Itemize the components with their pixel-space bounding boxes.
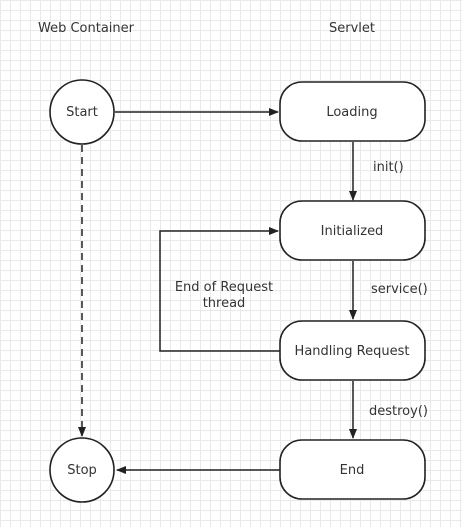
service-edge-label: service() — [371, 282, 428, 297]
end-of-request-label-line2: thread — [203, 296, 246, 311]
end-node: End — [279, 439, 426, 500]
destroy-edge-label: destroy() — [369, 404, 428, 419]
initialized-node: Initialized — [279, 200, 426, 261]
web-container-header: Web Container — [38, 21, 135, 36]
handling-request-node-box — [279, 320, 426, 381]
loading-node: Loading — [279, 81, 426, 142]
initialized-node-label: Initialized — [321, 224, 384, 239]
end-node-box — [279, 439, 426, 500]
start-node: Start — [49, 79, 115, 145]
init-edge-label: init() — [373, 160, 404, 175]
end-of-request-label-line1: End of Request — [175, 280, 273, 295]
start-node-label: Start — [66, 105, 98, 120]
stop-node-label: Stop — [67, 463, 97, 478]
loading-node-label: Loading — [326, 105, 377, 120]
handling-to-initialized-loop-arrow — [159, 227, 280, 352]
initialized-node-box — [279, 200, 426, 261]
end-node-label: End — [340, 463, 365, 478]
handling-request-node: Handling Request — [279, 320, 426, 381]
start-node-circle — [49, 79, 115, 145]
loading-node-box — [279, 81, 426, 142]
stop-node: Stop — [49, 437, 115, 503]
servlet-header: Servlet — [329, 21, 375, 36]
handling-request-node-label: Handling Request — [295, 344, 410, 359]
stop-node-circle — [49, 437, 115, 503]
